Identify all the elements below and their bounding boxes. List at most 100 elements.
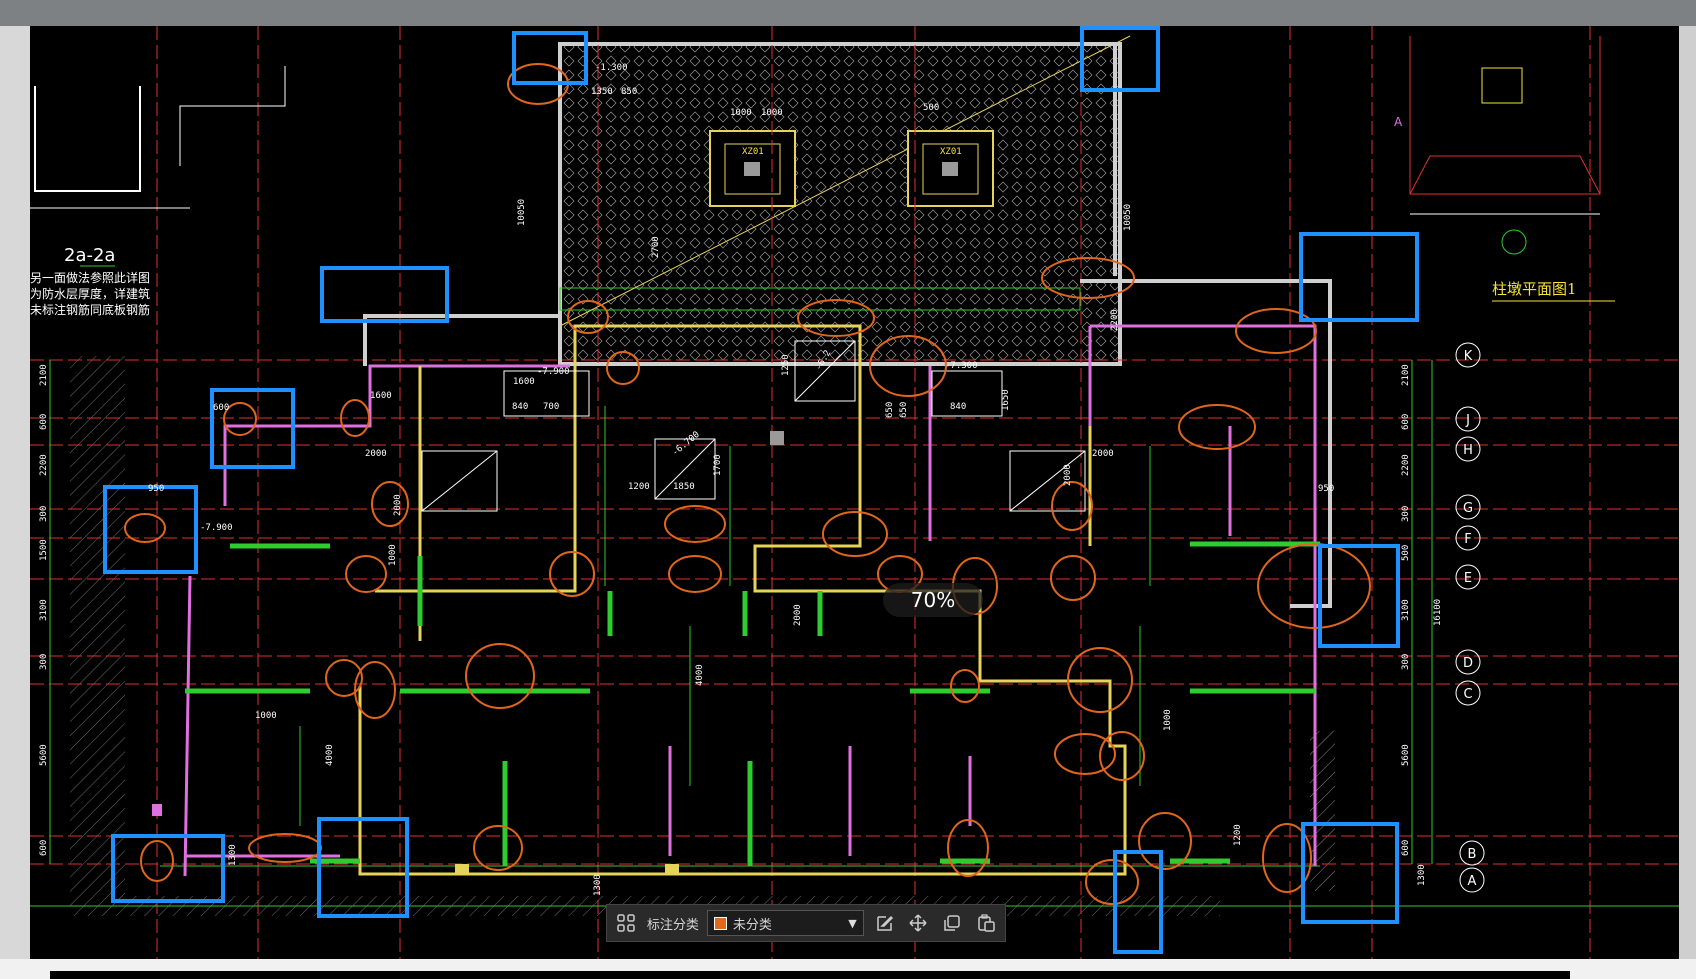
top-raft-area [558,35,1131,366]
svg-text:2700: 2700 [651,236,661,258]
axis-label-k: K [1464,349,1473,364]
paste-icon[interactable] [973,910,999,936]
svg-text:-1.300: -1.300 [595,63,628,73]
pit-boxes [421,67,1523,512]
axis-label-f: F [1464,532,1471,547]
svg-text:10050: 10050 [1123,204,1133,231]
axis-label-g: G [1463,501,1473,516]
svg-text:XZ01: XZ01 [940,147,962,157]
svg-text:300: 300 [1401,654,1411,670]
svg-text:840: 840 [512,402,528,412]
grid-lines [30,26,1679,959]
svg-text:500: 500 [1401,545,1411,561]
svg-text:600: 600 [39,414,49,430]
left-panel-edge [0,26,30,959]
svg-text:-7.900: -7.900 [537,367,570,377]
axis-label-h: H [1463,443,1473,458]
svg-text:650: 650 [899,402,909,418]
copy-icon[interactable] [939,910,965,936]
cad-canvas[interactable]: K J H G F E D C B A 2100 600 2200 300 15… [30,26,1679,959]
svg-text:1000: 1000 [761,108,783,118]
svg-text:16100: 16100 [1433,599,1443,626]
grid-axis-markers [1455,342,1485,893]
svg-text:5600: 5600 [39,744,49,766]
annotation-toolbar: 标注分类 未分类 ▼ [606,904,1006,942]
note-line-2: 为防水层厚度，详建筑 [30,286,150,301]
cad-drawing-svg: K J H G F E D C B A 2100 600 2200 300 15… [30,26,1679,959]
small-marks [152,431,784,874]
svg-text:2200: 2200 [39,454,49,476]
right-dimensions: 2100 600 2200 300 500 3100 300 5600 600 … [1401,364,1443,856]
notes: 另一面做法参照此详图 为防水层厚度，详建筑 未标注钢筋同底板钢筋 [30,270,150,317]
misc-dimensions: 2000 2000 1600 1000 1200 1850 1700 2000 … [148,87,1427,896]
left-dimensions: 2100 600 2200 300 1500 3100 300 5600 600 [39,364,49,856]
highlight-boxes [103,26,1419,954]
zoom-indicator: 70% [883,583,983,617]
svg-text:1000: 1000 [730,108,752,118]
svg-text:1000: 1000 [1163,709,1173,731]
section-label: 2a-2a [64,245,115,266]
note-line-3: 未标注钢筋同底板钢筋 [30,302,150,317]
svg-text:5600: 5600 [1401,744,1411,766]
category-value: 未分类 [732,917,772,933]
outer-walls [363,42,1332,608]
svg-text:1600: 1600 [513,377,535,387]
svg-text:600: 600 [1401,414,1411,430]
svg-text:700: 700 [543,402,559,412]
svg-text:600: 600 [213,403,229,413]
svg-text:2000: 2000 [393,494,403,516]
svg-text:650: 650 [885,402,895,418]
svg-text:600: 600 [39,840,49,856]
svg-text:850: 850 [621,87,637,97]
bottom-strip [0,959,1696,979]
svg-text:600: 600 [1401,840,1411,856]
svg-text:1200: 1200 [1233,824,1243,846]
axis-label-d: D [1463,656,1473,671]
svg-text:1300: 1300 [228,844,238,866]
magenta-walls [183,324,1317,877]
note-line-1: 另一面做法参照此详图 [30,270,150,285]
svg-text:2000: 2000 [793,604,803,626]
svg-text:3100: 3100 [1401,599,1411,621]
svg-text:-7.300: -7.300 [945,361,978,371]
top-right-detail [1409,36,1601,255]
svg-text:300: 300 [39,506,49,522]
svg-text:1850: 1850 [673,482,695,492]
svg-text:1000: 1000 [255,711,277,721]
svg-text:1650: 1650 [1001,389,1011,411]
svg-text:XZ01: XZ01 [742,147,764,157]
svg-text:1000: 1000 [388,544,398,566]
svg-text:1500: 1500 [39,539,49,561]
svg-text:2200: 2200 [1110,309,1120,331]
svg-text:-7.900: -7.900 [200,523,233,533]
svg-text:2000: 2000 [365,449,387,459]
svg-text:1300: 1300 [593,874,603,896]
axis-label-b: B [1468,847,1477,862]
chevron-down-icon: ▼ [848,916,857,930]
svg-text:950: 950 [1318,484,1334,494]
svg-text:300: 300 [39,654,49,670]
svg-text:300: 300 [1401,506,1411,522]
edit-icon[interactable] [872,910,898,936]
svg-text:1600: 1600 [370,391,392,401]
svg-text:2000: 2000 [1063,464,1073,486]
category-select[interactable]: 未分类 ▼ [706,910,864,936]
svg-text:4000: 4000 [695,664,705,686]
svg-text:1250: 1250 [781,354,791,376]
axis-label-c: C [1463,687,1472,702]
move-icon[interactable] [906,910,932,936]
grid-icon[interactable] [613,910,639,936]
svg-text:4000: 4000 [325,744,335,766]
category-label: 标注分类 [646,917,699,933]
svg-text:1300: 1300 [1417,864,1427,886]
right-panel-edge [1679,26,1696,959]
hatched-surround [70,356,1335,916]
svg-text:2100: 2100 [39,364,49,386]
marker-a: A [1394,115,1403,129]
grid-axis-labels: K J H G F E D C B A [1463,349,1477,889]
svg-text:3100: 3100 [39,599,49,621]
svg-text:2100: 2100 [1401,364,1411,386]
svg-text:2000: 2000 [1092,449,1114,459]
svg-text:1200: 1200 [628,482,650,492]
